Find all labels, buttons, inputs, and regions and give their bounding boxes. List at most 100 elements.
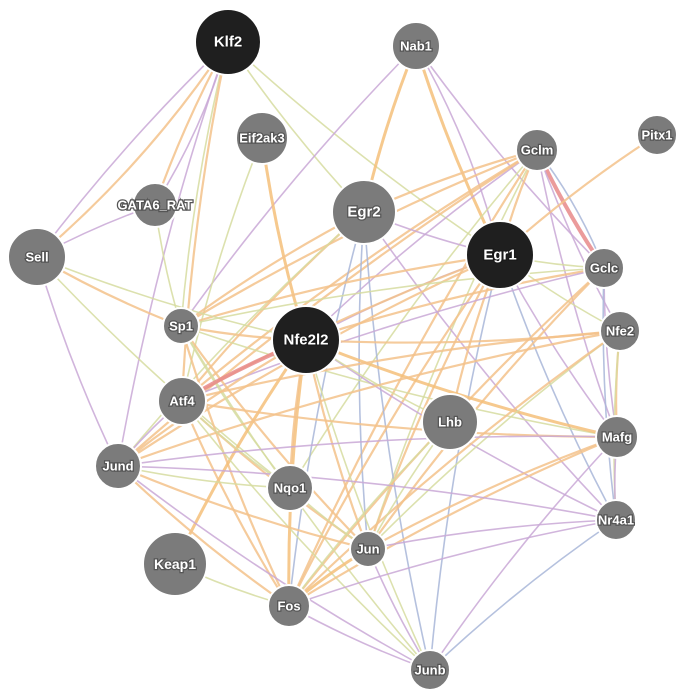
edge-jund-jun[interactable] — [116, 464, 370, 551]
edge-nab1-gclc[interactable] — [415, 45, 605, 269]
edge-egr1-sp1[interactable] — [179, 253, 502, 328]
node-nab1[interactable]: Nab1 — [391, 21, 441, 71]
edge-gclm-jun[interactable] — [367, 149, 538, 550]
node-egr1[interactable]: Egr1 — [465, 220, 535, 290]
node-circle[interactable] — [515, 128, 559, 172]
node-label: Pitx1 — [641, 128, 672, 143]
edge-egr2-nr4a1[interactable] — [363, 211, 617, 521]
edge-mafg-fos[interactable] — [287, 435, 619, 608]
edge-gclc-nr4a1[interactable] — [602, 267, 617, 521]
node-circle[interactable] — [194, 8, 262, 76]
edge-sell-jund[interactable] — [36, 256, 119, 467]
node-sell[interactable]: Sell — [7, 227, 67, 287]
node-circle[interactable] — [142, 531, 208, 597]
edge-mafg-jund[interactable] — [117, 435, 618, 467]
edge-nr4a1-fos[interactable] — [288, 519, 617, 607]
edge-klf2-sell[interactable] — [35, 40, 230, 259]
node-circle[interactable] — [7, 227, 67, 287]
node-circle[interactable] — [157, 376, 207, 426]
edge-gclm-nfe2[interactable] — [536, 149, 621, 332]
edge-egr1-junb[interactable] — [429, 254, 501, 671]
node-gata6-rat[interactable]: GATA6_RAT — [116, 182, 194, 228]
edge-klf2-egr1[interactable] — [227, 41, 501, 256]
edge-gclm-mafg[interactable] — [536, 149, 618, 438]
node-eif2ak3[interactable]: Eif2ak3 — [235, 111, 289, 165]
edge-klf2-sp1[interactable] — [180, 41, 229, 327]
node-circle[interactable] — [266, 464, 314, 512]
edge-gclc-jun[interactable] — [366, 266, 606, 551]
node-keap1[interactable]: Keap1 — [142, 531, 208, 597]
node-circle[interactable] — [271, 305, 341, 375]
edge-egr2-fos[interactable] — [288, 211, 365, 607]
node-nqo1[interactable]: Nqo1 — [266, 464, 314, 512]
edge-gclm-nfe2l2[interactable] — [305, 149, 538, 341]
edge-egr2-junb[interactable] — [363, 211, 431, 671]
node-pitx1[interactable]: Pitx1 — [636, 114, 678, 156]
edge-gclc-atf4[interactable] — [181, 267, 605, 402]
node-circle[interactable] — [235, 111, 289, 165]
edge-nab1-sp1[interactable] — [180, 45, 417, 327]
edge-klf2-sell[interactable] — [36, 41, 229, 258]
node-circle[interactable] — [267, 584, 311, 628]
node-circle[interactable] — [599, 310, 641, 352]
edge-atf4-junb[interactable] — [181, 400, 431, 671]
node-egr2[interactable]: Egr2 — [331, 179, 397, 245]
edge-eif2ak3-atf4[interactable] — [181, 137, 263, 402]
node-lhb[interactable]: Lhb — [421, 393, 479, 451]
edge-sp1-mafg[interactable] — [180, 325, 618, 438]
node-nfe2[interactable]: Nfe2 — [599, 310, 641, 352]
edge-gclm-nqo1[interactable] — [289, 149, 538, 489]
edge-nfe2-fos[interactable] — [287, 329, 622, 608]
node-atf4[interactable]: Atf4 — [157, 376, 207, 426]
node-circle[interactable] — [465, 220, 535, 290]
node-circle[interactable] — [94, 442, 142, 490]
node-junb[interactable]: Junb — [409, 649, 451, 691]
edge-atf4-fos[interactable] — [180, 399, 291, 608]
edge-klf2-atf4[interactable] — [180, 40, 230, 403]
node-circle[interactable] — [349, 530, 387, 568]
edge-jund-fos[interactable] — [116, 464, 291, 608]
node-gclm[interactable]: Gclm — [515, 128, 559, 172]
node-fos[interactable]: Fos — [267, 584, 311, 628]
edge-sell-nfe2l2[interactable] — [36, 256, 307, 341]
node-circle[interactable] — [331, 179, 397, 245]
edge-mafg-jun[interactable] — [366, 435, 619, 551]
node-circle[interactable] — [583, 247, 625, 289]
edge-lhb-fos[interactable] — [288, 421, 451, 607]
edge-sell-nqo1[interactable] — [36, 256, 291, 489]
edge-nr4a1-jun[interactable] — [367, 519, 617, 550]
node-gclc[interactable]: Gclc — [583, 247, 625, 289]
node-klf2[interactable]: Klf2 — [194, 8, 262, 76]
edge-gclc-sp1[interactable] — [180, 267, 605, 327]
edge-nr4a1-jund[interactable] — [117, 465, 617, 521]
node-nfe2l2[interactable]: Nfe2l2 — [271, 305, 341, 375]
edge-sp1-fos[interactable] — [179, 324, 291, 608]
edge-nr4a1-junb[interactable] — [429, 519, 617, 671]
node-circle[interactable] — [636, 114, 678, 156]
edge-nfe2-jund[interactable] — [116, 329, 622, 468]
node-sp1[interactable]: Sp1 — [162, 307, 200, 345]
node-circle[interactable] — [595, 499, 637, 541]
edge-gclm-atf4[interactable] — [180, 148, 539, 403]
edge-mafg-junb[interactable] — [429, 436, 618, 671]
edge-gclm-fos[interactable] — [287, 148, 539, 608]
node-circle[interactable] — [409, 649, 451, 691]
edge-jund-junb[interactable] — [117, 465, 431, 671]
edge-klf2-jund[interactable] — [117, 41, 229, 467]
node-jun[interactable]: Jun — [349, 530, 387, 568]
node-circle[interactable] — [595, 415, 639, 459]
node-label: Egr1 — [483, 247, 516, 264]
edge-gclc-nfe2l2[interactable] — [304, 266, 606, 342]
node-jund[interactable]: Jund — [94, 442, 142, 490]
node-circle[interactable] — [421, 393, 479, 451]
edge-nfe2l2-junb[interactable] — [305, 339, 431, 671]
node-circle[interactable] — [132, 182, 178, 228]
node-mafg[interactable]: Mafg — [595, 415, 639, 459]
node-circle[interactable] — [391, 21, 441, 71]
edge-fos-junb[interactable] — [288, 605, 431, 671]
node-nr4a1[interactable]: Nr4a1 — [595, 499, 637, 541]
edge-nfe2-atf4[interactable] — [180, 329, 622, 403]
node-circle[interactable] — [162, 307, 200, 345]
edge-sp1-jun[interactable] — [179, 324, 370, 551]
